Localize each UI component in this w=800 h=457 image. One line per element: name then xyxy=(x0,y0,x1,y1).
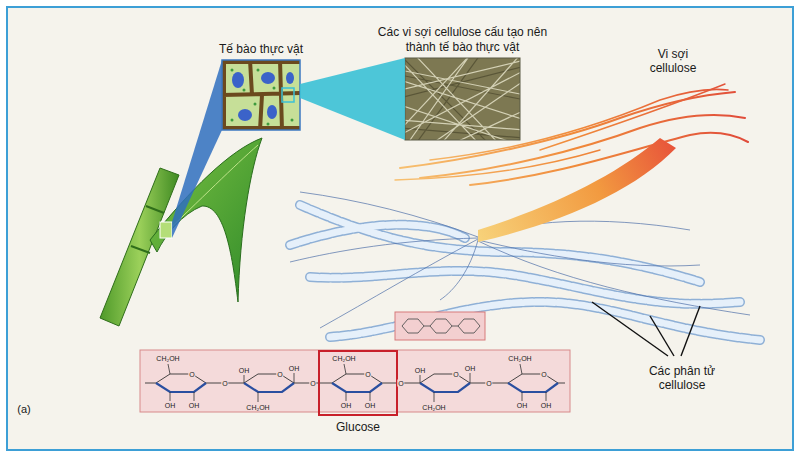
formula-atom: O xyxy=(397,380,404,387)
cellulose-microfibrils xyxy=(395,84,748,185)
blue-strands-part xyxy=(290,238,478,262)
glucose-chain-formula-part xyxy=(332,364,382,401)
glucose-chain-formula-part xyxy=(244,373,294,402)
node-heading: Các vi sợi cellulose cấu tạo nên thành t… xyxy=(363,25,563,54)
leader-lines-part xyxy=(592,302,668,356)
plant-cell-inset-part xyxy=(222,60,300,130)
formula-atom: CH₂OH xyxy=(155,355,180,362)
plant-cell-inset-part xyxy=(238,109,252,121)
micrograph-part xyxy=(405,58,520,140)
cellulose-microfibrils-part xyxy=(395,150,600,180)
plant-cell-inset-part xyxy=(267,105,277,119)
node-heading: Tế bào thực vật xyxy=(219,42,303,56)
formula-atom: OH xyxy=(288,365,301,372)
glucose-box: Glucose xyxy=(318,350,398,416)
cellulose-chains-part xyxy=(290,225,465,245)
plant-cell-inset-part xyxy=(286,72,294,84)
formula-atom: OH xyxy=(540,402,553,409)
glucose-chain-formula xyxy=(140,350,570,412)
plant-cell-inset-part xyxy=(261,72,275,84)
formula-atom: OH xyxy=(414,367,427,374)
plant-cell-inset-part xyxy=(254,103,257,106)
formula-atom: OH xyxy=(238,367,251,374)
plant-cell-inset-part xyxy=(273,87,276,90)
microfibril-label: Vi sợi cellulose xyxy=(633,47,713,76)
formula-atom: O xyxy=(188,371,195,378)
formula-atom: OH xyxy=(164,402,177,409)
formula-atom: OH xyxy=(340,402,353,409)
leader-lines-part xyxy=(650,316,674,356)
formula-atom: OH xyxy=(516,402,529,409)
formula-atom: O xyxy=(485,380,492,387)
leader-lines xyxy=(592,302,700,356)
micrograph-part xyxy=(405,58,520,140)
plant-cell-inset-part xyxy=(222,60,300,130)
formula-atom: CH₂OH xyxy=(245,404,270,411)
formula-atom: O xyxy=(452,371,459,378)
molecule-label: Các phân tử cellulose xyxy=(637,364,727,393)
plant-cell-inset-part xyxy=(222,60,300,130)
blue-strands-part xyxy=(300,192,478,237)
plant-cell-inset xyxy=(222,60,300,130)
micrograph-part xyxy=(405,58,520,140)
cellulose-microfibrils-part xyxy=(540,84,725,150)
plant-stem-leaf-part xyxy=(100,168,179,326)
glucose-chain-formula-part xyxy=(140,350,570,412)
plant-cell-inset-part xyxy=(282,88,294,102)
plant-cell-inset-part xyxy=(232,72,244,88)
blue-strands-part xyxy=(478,241,750,315)
plant-cell-inset-part xyxy=(267,123,270,126)
cellulose-chains-part xyxy=(330,302,760,340)
leader-lines-part xyxy=(681,306,700,356)
glucose-chain-formula-part xyxy=(156,364,206,401)
formula-atom: CH₂OH xyxy=(421,404,446,411)
zoom-wedge xyxy=(172,60,222,238)
plant-cell-inset-part xyxy=(231,119,234,122)
cellulose-microfibrils-part xyxy=(400,92,735,168)
formula-atom: CH₂OH xyxy=(331,355,356,362)
formula-atom: O xyxy=(364,371,371,378)
formula-atom: O xyxy=(276,371,283,378)
micrograph-part xyxy=(405,58,520,140)
formula-atom: O xyxy=(540,371,547,378)
glucose-chain-formula-part xyxy=(145,383,565,384)
plant-stem-leaf xyxy=(100,138,262,326)
cellulose-microfibrils-part xyxy=(420,115,745,178)
node-heading: Glucose xyxy=(336,420,380,434)
panel-letter: (a) xyxy=(17,403,30,416)
zoom-wedge xyxy=(300,58,405,140)
chain-closeup-part xyxy=(395,312,485,340)
blue-strands xyxy=(290,192,750,328)
plant-cell-inset-part xyxy=(257,69,260,72)
plant-cell-inset-part xyxy=(243,89,246,92)
formula-atom: CH₂OH xyxy=(507,355,532,362)
formula-atom: O xyxy=(309,380,316,387)
glucose-chain-formula-part xyxy=(420,373,470,402)
blue-strands-part xyxy=(478,240,700,266)
microfibril-bundle xyxy=(478,138,676,242)
chain-closeup-part xyxy=(402,319,480,333)
micrograph xyxy=(400,55,525,145)
plant-cell-inset-part xyxy=(291,119,294,122)
formula-atom: O xyxy=(221,380,228,387)
frame xyxy=(7,7,793,450)
chain-closeup xyxy=(395,312,485,340)
micrograph-box: Các vi sợi cellulose cấu tạo nên thành t… xyxy=(405,58,520,140)
formula-atom: OH xyxy=(464,365,477,372)
plant-cell-inset-part xyxy=(231,69,294,126)
plant-stem-leaf-part xyxy=(160,222,172,238)
formula-atom: OH xyxy=(364,402,377,409)
plant-cell-inset-part xyxy=(231,69,234,72)
glucose-chain-formula-part xyxy=(508,364,558,401)
plant-cell-inset-box: Tế bào thực vật xyxy=(222,60,300,130)
cellulose-chains-part xyxy=(330,302,760,340)
formula-atom: OH xyxy=(188,402,201,409)
blue-strands-part xyxy=(440,240,478,300)
